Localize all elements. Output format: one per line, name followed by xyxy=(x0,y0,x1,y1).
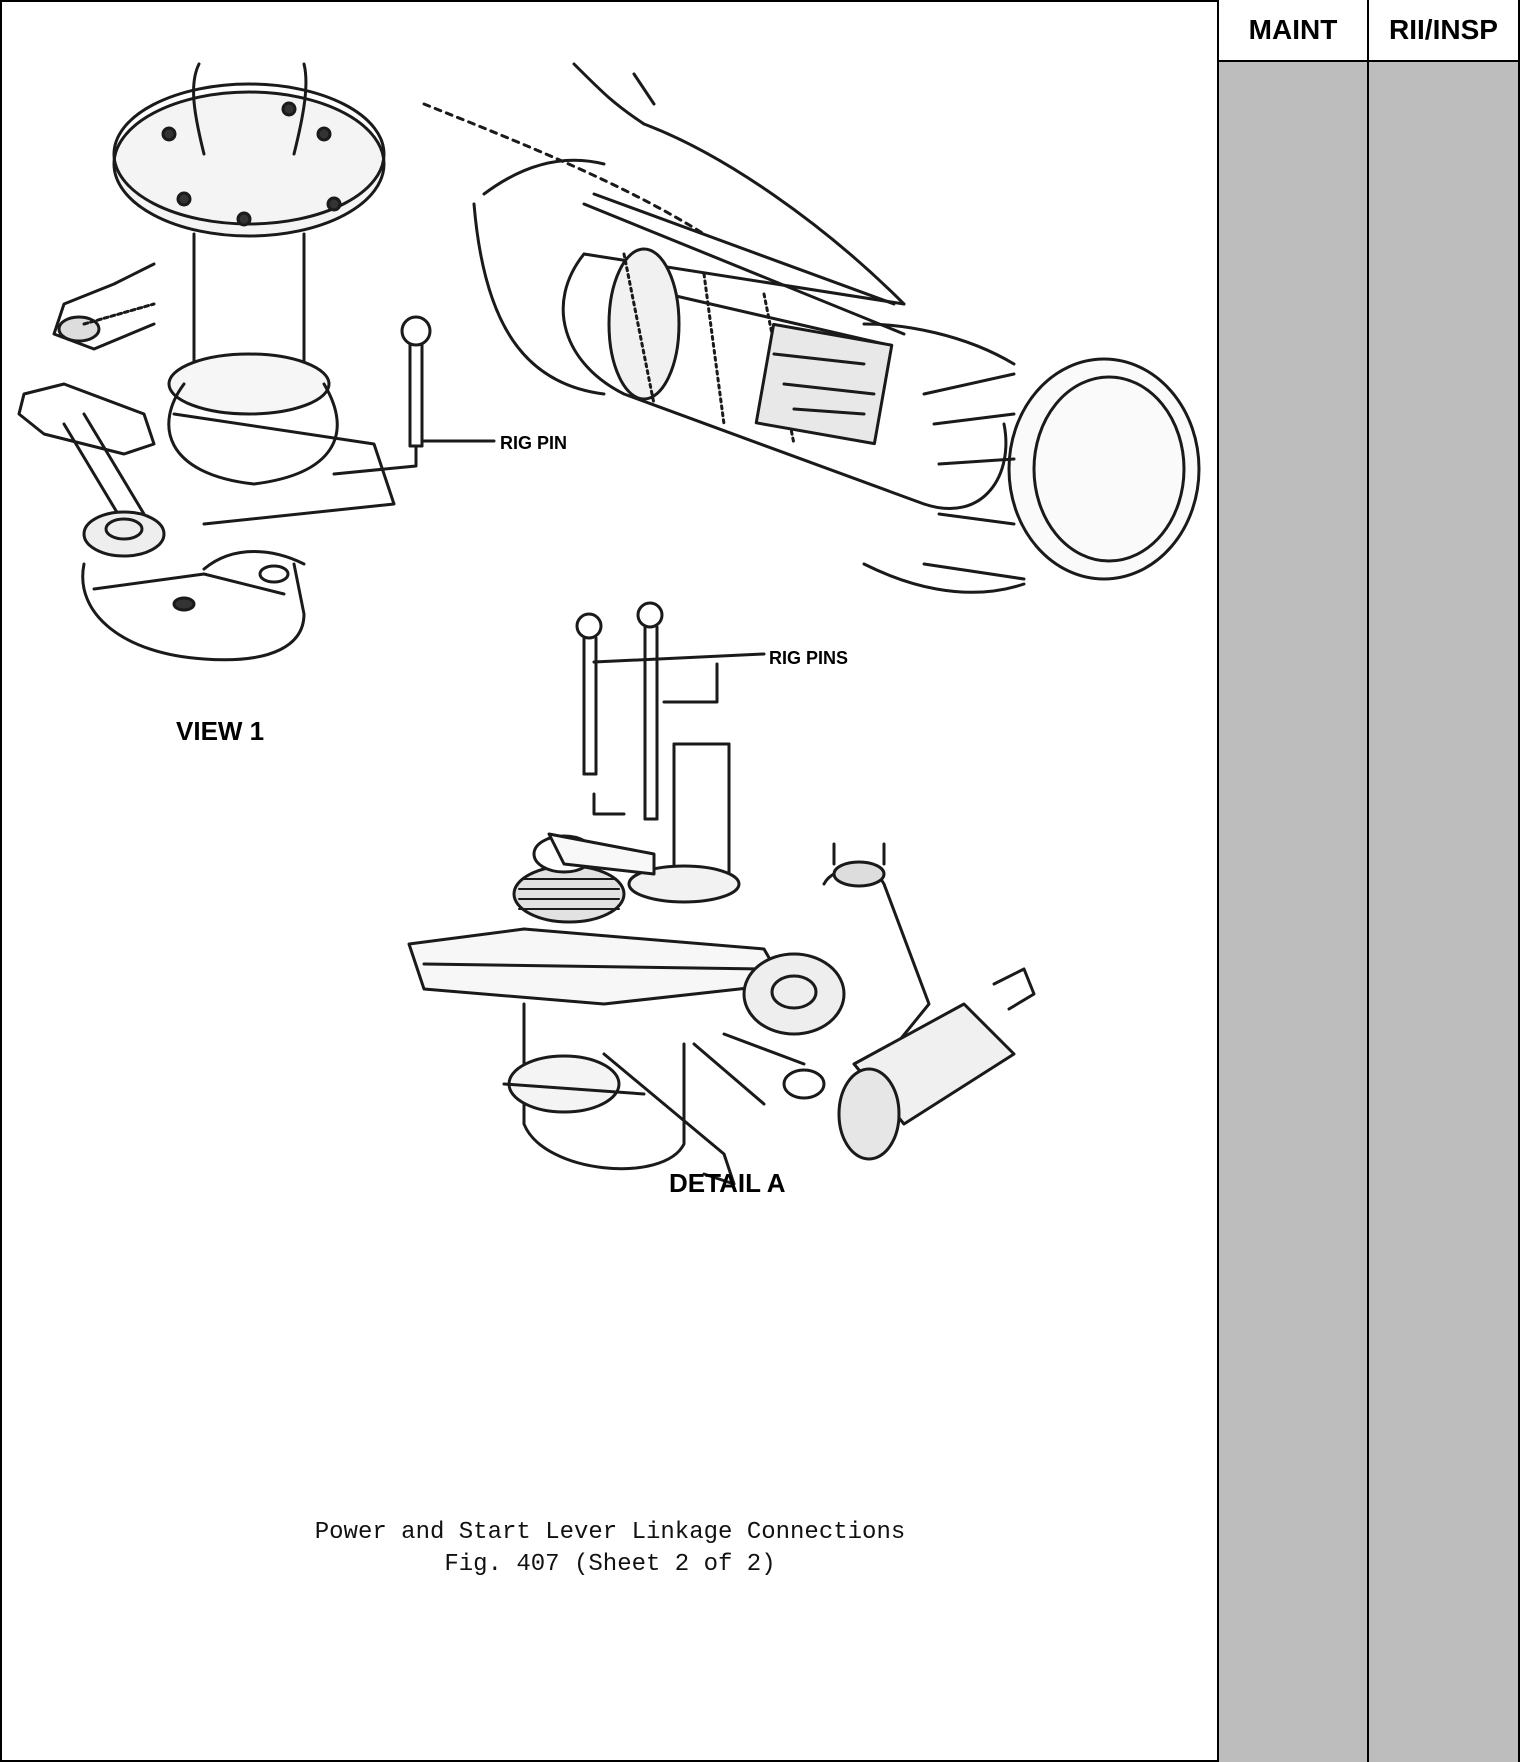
rii-insp-signoff-area[interactable] xyxy=(1369,62,1518,1762)
rii-insp-column: RII/INSP xyxy=(1367,0,1520,1762)
detail-a-assembly xyxy=(407,601,1036,1186)
detail-a-label: DETAIL A xyxy=(669,1168,786,1198)
engine-assembly xyxy=(422,62,1201,594)
rig-pins-label: RIG PINS xyxy=(769,648,848,668)
rii-insp-column-header: RII/INSP xyxy=(1369,0,1518,62)
view-1-label: VIEW 1 xyxy=(176,716,264,746)
figure-caption-reference: Fig. 407 (Sheet 2 of 2) xyxy=(444,1551,776,1578)
maint-column: MAINT xyxy=(1217,0,1367,1762)
figure-caption-title: Power and Start Lever Linkage Connection… xyxy=(314,1519,906,1546)
maint-signoff-area[interactable] xyxy=(1219,62,1367,1762)
linkage-drawing: RIG PIN RIG PINS VIEW 1 DETAIL A xyxy=(17,62,1201,1198)
view-1-assembly xyxy=(17,62,496,662)
rig-pin-label: RIG PIN xyxy=(500,433,567,453)
maint-column-header: MAINT xyxy=(1219,0,1367,62)
technical-illustration: RIG PIN RIG PINS VIEW 1 DETAIL A xyxy=(4,4,1214,1234)
